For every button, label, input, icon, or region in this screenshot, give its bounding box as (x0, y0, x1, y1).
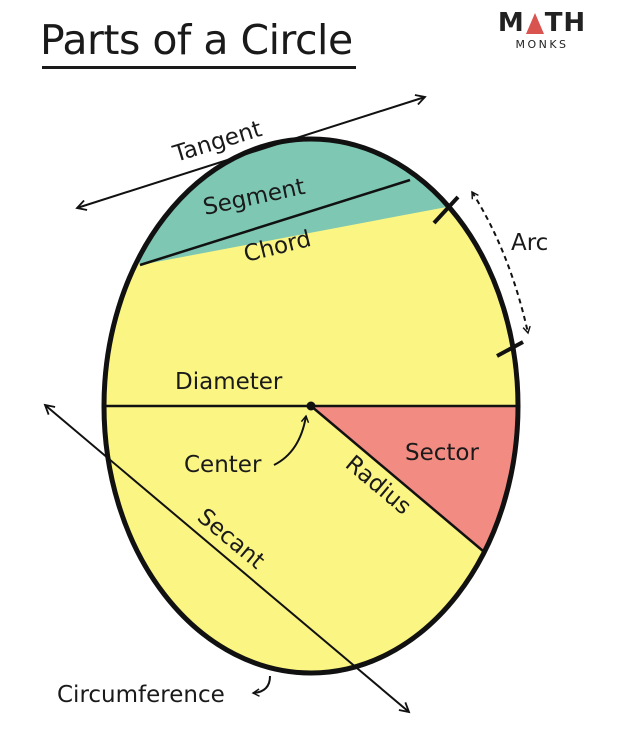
center-pointer-arrow (273, 414, 310, 466)
label-sector: Sector (405, 440, 479, 466)
secant-line (43, 403, 411, 714)
label-center: Center (184, 452, 262, 478)
arc-tick-bottom (496, 340, 524, 358)
tangent-line (75, 94, 427, 211)
logo-text-left: M (497, 8, 525, 38)
logo-wordmark: M TH (492, 8, 592, 38)
label-circumference: Circumference (57, 682, 225, 708)
logo-text-right: TH (544, 8, 587, 38)
label-diameter: Diameter (175, 369, 283, 395)
math-monks-logo: M TH MONKS (492, 8, 592, 52)
arc-indicator (471, 190, 531, 335)
center-point (306, 401, 316, 411)
arc-tick-top (432, 195, 460, 225)
logo-subtext: MONKS (515, 38, 569, 51)
label-arc: Arc (511, 230, 548, 256)
sector-region (311, 406, 518, 620)
page-title: Parts of a Circle (40, 16, 353, 64)
circumference-pointer-arrow (251, 675, 271, 697)
title-underline (42, 66, 356, 69)
logo-triangle-icon (525, 13, 544, 34)
